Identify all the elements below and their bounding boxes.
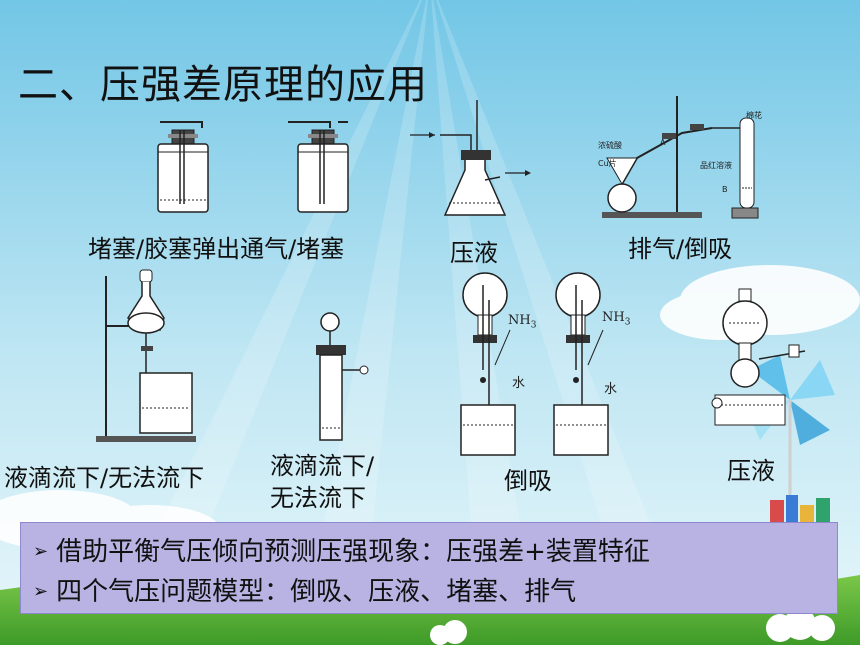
label-b: B	[722, 185, 728, 194]
label-conc-acid: 浓硫酸	[598, 141, 622, 150]
label-cu: Cu片	[598, 159, 617, 168]
bullet-arrow-icon: ➢	[33, 541, 49, 562]
summary-text-1: 借助平衡气压倾向预测压强现象：压强差+装置特征	[56, 537, 650, 567]
diagram-flask-press	[410, 100, 531, 216]
slide-title: 二、压强差原理的应用	[18, 62, 428, 108]
label-cotton: 棉花	[746, 111, 762, 120]
label-nh3-a: NH3	[508, 313, 537, 331]
label-nh3-b: NH3	[602, 310, 631, 328]
diagram-separatory-funnel	[96, 269, 196, 442]
diagram-fountain-a	[460, 272, 516, 456]
diagram-bottle-b	[288, 121, 349, 213]
diagram-fountain-b	[553, 272, 609, 456]
caption-drip-2-line2: 无法流下	[270, 484, 366, 512]
label-water-a: 水	[512, 376, 526, 391]
summary-line-2: ➢ 四个气压问题模型：倒吸、压液、堵塞、排气	[33, 571, 576, 608]
summary-line-1: ➢ 借助平衡气压倾向预测压强现象：压强差+装置特征	[33, 531, 650, 568]
summary-box: ➢ 借助平衡气压倾向预测压强现象：压强差+装置特征 ➢ 四个气压问题模型：倒吸、压液…	[20, 522, 838, 614]
diagram-bottle-a	[157, 121, 209, 213]
caption-plug: 堵塞/胶塞弹出通气/堵塞	[88, 235, 345, 263]
caption-drip-1: 液滴流下/无法流下	[4, 464, 205, 492]
caption-drip-2-line1: 液滴流下/	[270, 452, 375, 480]
label-water-b: 水	[604, 382, 618, 397]
label-a: A	[660, 138, 666, 147]
caption-press-liquid-1: 压液	[450, 239, 498, 267]
diagram-distillation	[602, 96, 759, 219]
caption-backflow: 倒吸	[504, 467, 552, 495]
label-pinkish: 品红溶液	[700, 161, 732, 170]
bullet-arrow-icon: ➢	[33, 581, 49, 602]
diagram-tube-stopcock	[316, 312, 369, 441]
caption-vent-backflow: 排气/倒吸	[628, 235, 733, 263]
diagram-kipp-apparatus	[711, 288, 806, 426]
caption-press-liquid-2: 压液	[727, 457, 775, 485]
summary-text-2: 四个气压问题模型：倒吸、压液、堵塞、排气	[56, 577, 577, 607]
